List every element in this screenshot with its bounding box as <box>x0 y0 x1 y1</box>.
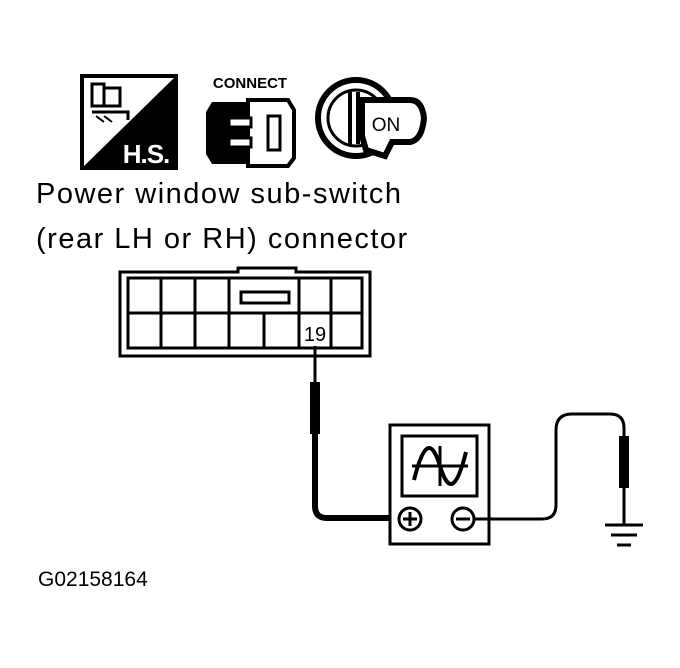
ignition-key-icon: ON <box>315 77 428 160</box>
connect-icon: CONNECT <box>206 75 296 168</box>
connect-label: CONNECT <box>213 75 287 92</box>
ground-icon <box>605 523 643 547</box>
negative-lead <box>474 412 629 524</box>
terminal-number: 19 <box>304 324 326 346</box>
harness-support-icon: H.S. <box>80 74 178 170</box>
harness-support-label: H.S. <box>123 139 170 169</box>
connector-face: 19 <box>118 266 372 358</box>
figure-code: G02158164 <box>38 568 148 591</box>
oscilloscope <box>388 423 491 546</box>
connector-title-line1: Power window sub-switch <box>36 178 403 210</box>
negative-terminal-icon <box>450 506 476 532</box>
connector-title-line2: (rear LH or RH) connector <box>36 223 409 255</box>
positive-terminal-icon <box>397 506 423 532</box>
positive-probe <box>310 346 396 521</box>
ignition-on-label: ON <box>372 115 401 136</box>
oscilloscope-icon <box>412 445 468 487</box>
